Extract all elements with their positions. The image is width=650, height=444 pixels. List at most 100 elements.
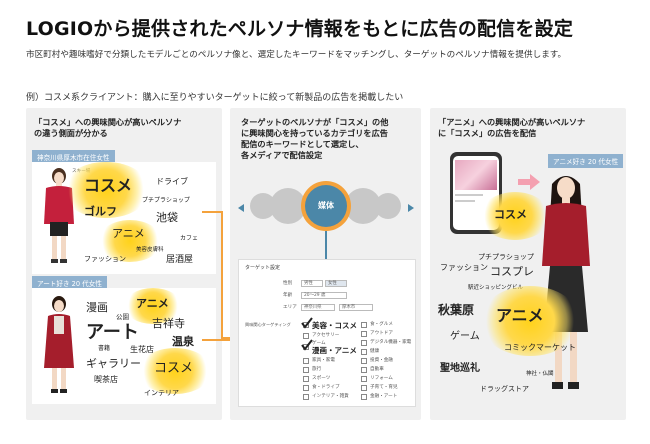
interest-checkbox[interactable]: [303, 376, 309, 382]
pb-word-3: 公園: [116, 313, 129, 321]
area-prefecture-select[interactable]: 神奈川県: [301, 304, 335, 311]
arrow-shaft: [518, 179, 530, 185]
interest-item: スポーツ: [312, 376, 331, 381]
pc-word-2: ファッション: [440, 263, 488, 272]
pa-word-9: ファッション: [84, 255, 126, 263]
interest-item: 金融・アート: [370, 394, 398, 399]
gender-female-option[interactable]: 女性: [325, 280, 347, 287]
pc-word-4: 駅近ショッピングビル: [468, 285, 524, 291]
gender-male-option[interactable]: 男性: [301, 280, 323, 287]
interest-checkbox[interactable]: [361, 394, 367, 400]
interest-item: デジタル機器・家電: [370, 340, 412, 345]
anime-highlight: [480, 286, 580, 356]
media-circle-4: [375, 193, 401, 219]
pb-word-12: インテリア: [144, 389, 179, 397]
ad-text-line: [455, 194, 483, 196]
pa-word-5: 池袋: [156, 211, 178, 224]
panel1-title-line1: 「コスメ」への興味関心が高いペルソナ: [34, 117, 182, 127]
pb-word-7: 書籍: [98, 345, 111, 352]
interest-checkbox[interactable]: [303, 385, 309, 391]
interest-checkbox[interactable]: [361, 340, 367, 346]
persona-b-highlight-2: [138, 348, 212, 394]
interest-item: 旅行: [312, 367, 322, 372]
smartphone-screen: [453, 156, 499, 230]
interest-item: 投資・金融: [370, 358, 393, 363]
checked-interest-1: 美容・コスメ: [312, 321, 357, 330]
page-title: LOGIOから提供されたペルソナ情報をもとに広告の配信を設定: [26, 18, 574, 40]
interest-checkbox[interactable]: [303, 333, 309, 339]
ad-text-line: [455, 200, 475, 202]
panel2-title-line2: に興味関心を持っているカテゴリを広告: [241, 128, 388, 138]
persona-b-card: 漫画 アニメ 公園 吉祥寺 アート 温泉 書籍 生花店 ギャラリー コスメ 喫茶…: [32, 288, 216, 404]
interest-checkbox[interactable]: [303, 358, 309, 364]
panel-keyword-selection: ターゲットのペルソナが「コスメ」の他 に興味関心を持っているカテゴリを広告 配信…: [230, 108, 421, 420]
interest-item: 子育て・育児: [370, 385, 398, 390]
gender-label: 性別: [283, 281, 293, 286]
pb-word-10: コスメ: [154, 361, 194, 376]
interest-item: インテリア・雑貨: [312, 394, 349, 399]
pc-word-10: 神社・仏閣: [526, 371, 554, 377]
age-label: 年齢: [283, 293, 293, 298]
pb-word-9: ギャラリー: [86, 357, 141, 370]
carousel-next-icon[interactable]: [408, 204, 414, 212]
interest-item: アクセサリー: [312, 333, 340, 338]
interest-item: ゲーム: [312, 341, 326, 346]
check-icon: [301, 339, 313, 351]
pc-word-9: 聖地巡礼: [440, 363, 480, 374]
area-label: エリア: [283, 305, 297, 310]
pb-word-1: 漫画: [86, 301, 108, 314]
panel3-title-line2: に「コスメ」の広告を配信: [438, 128, 537, 138]
pc-word-5: 秋葉原: [438, 303, 475, 317]
arrow-right-icon: [530, 174, 540, 190]
persona-c-tag: アニメ好き 20 代女性: [548, 154, 624, 168]
interest-item: 食・ドライブ: [312, 385, 340, 390]
interest-item: 食・グルメ: [370, 322, 393, 327]
persona-b-tag: アート好き 20 代女性: [32, 276, 107, 290]
panel1-title-line2: の違う側面が分かる: [34, 128, 108, 138]
pc-word-3: コスプレ: [490, 265, 534, 278]
pc-word-1: プチプラショップ: [478, 253, 534, 261]
interest-item: アウトドア: [370, 331, 393, 336]
pa-word-7: カフェ: [180, 235, 199, 242]
interest-checkbox[interactable]: [361, 376, 367, 382]
interest-checkbox[interactable]: [361, 331, 367, 337]
interest-checkbox[interactable]: [361, 385, 367, 391]
pb-word-2: アニメ: [136, 297, 169, 310]
area-city-select[interactable]: 厚木市: [339, 304, 373, 311]
panel3-title-line1: 「アニメ」への興味関心が高いペルソナ: [438, 117, 586, 127]
persona-b-highlight-1: [124, 288, 182, 324]
pc-word-11: ドラッグストア: [480, 385, 529, 393]
panel-persona-comparison: 「コスメ」への興味関心が高いペルソナ の違う側面が分かる 神奈川県厚木市在住女性…: [26, 108, 222, 420]
pb-word-11: 喫茶店: [94, 375, 118, 384]
interest-item: 家具・家電: [312, 358, 335, 363]
pb-word-5: アート: [86, 322, 139, 343]
cosmetics-ad-image: [455, 160, 497, 190]
checked-interest-2: 漫画・アニメ: [312, 346, 357, 355]
age-select[interactable]: 20〜29 歳: [301, 292, 347, 299]
media-circle-2: [270, 188, 306, 224]
interest-label: 興味関心ターゲティング: [245, 322, 291, 327]
media-selected[interactable]: 媒体: [305, 185, 347, 227]
interest-checkbox[interactable]: [361, 358, 367, 364]
pa-word-8: 美容皮膚科: [136, 247, 164, 253]
interest-checkbox[interactable]: [361, 349, 367, 355]
pb-word-8: 生花店: [130, 345, 154, 354]
example-caption: 例）コスメ系クライアント：購入に至りやすいターゲットに絞って新製品の広告を掲載し…: [26, 93, 404, 103]
pa-word-4: プチプラショップ: [142, 197, 190, 204]
interest-checkbox[interactable]: [361, 322, 367, 328]
panel-ad-delivery: 「アニメ」への興味関心が高いペルソナ に「コスメ」の広告を配信 アニメ好き 20…: [430, 108, 626, 420]
pc-word-6: アニメ: [496, 306, 544, 325]
pa-word-1: コスメ: [84, 176, 133, 195]
interest-checkbox[interactable]: [303, 394, 309, 400]
carousel-prev-icon[interactable]: [238, 204, 244, 212]
interest-checkbox[interactable]: [361, 367, 367, 373]
pc-word-8: コミックマーケット: [504, 343, 576, 352]
persona-a-highlight-2: [98, 220, 162, 262]
interest-checkbox[interactable]: [303, 367, 309, 373]
phone-word: コスメ: [494, 208, 527, 221]
persona-a-tag: 神奈川県厚木市在住女性: [32, 150, 115, 164]
check-icon: [301, 317, 313, 329]
pa-word-10: 居酒屋: [166, 255, 194, 265]
persona-a-card: スキー場 コスメ ドライブ ゴルフ プチプラショップ 池袋 アニメ カフェ 美容…: [32, 162, 216, 274]
pa-word-6: アニメ: [112, 227, 145, 240]
